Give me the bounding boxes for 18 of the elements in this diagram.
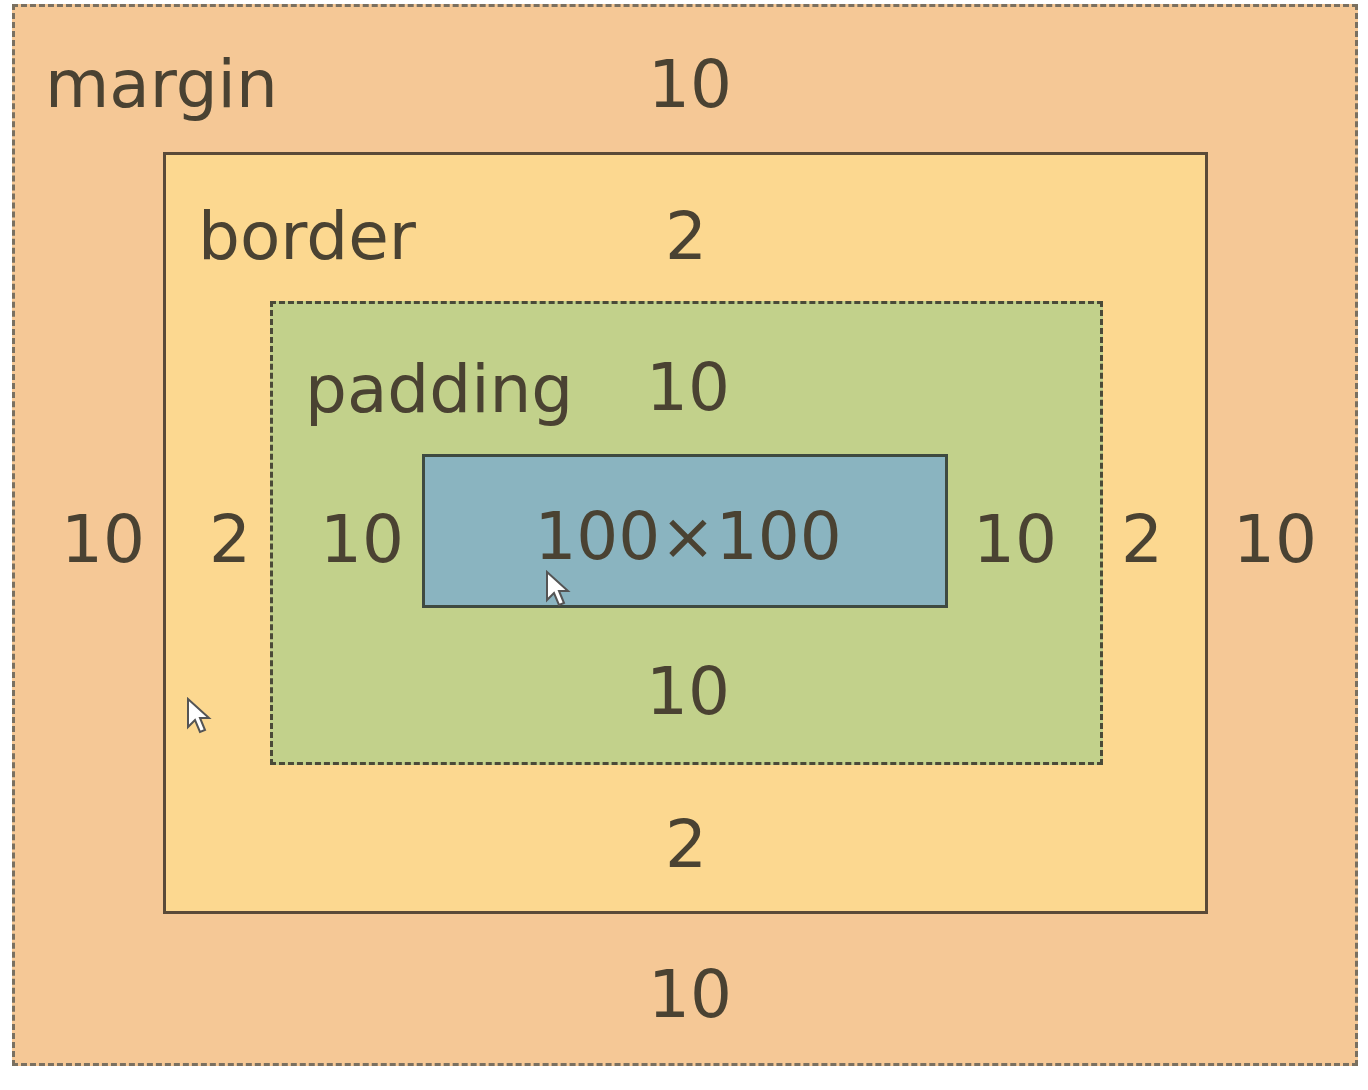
- dimension-value: 10: [646, 355, 730, 421]
- content-box: [422, 454, 948, 608]
- padding-area: [270, 301, 1103, 765]
- dimension-value: 10: [648, 962, 732, 1028]
- margin-area: [12, 4, 1358, 1066]
- dimension-value: 100×100: [534, 504, 842, 570]
- dimension-value: 10: [973, 507, 1057, 573]
- dimension-value: 10: [648, 52, 732, 118]
- dimension-value: 10: [61, 507, 145, 573]
- dimension-value: 10: [1233, 507, 1317, 573]
- dimension-value: 2: [209, 507, 251, 573]
- dimension-value: 2: [1121, 507, 1163, 573]
- dimension-value: 2: [665, 812, 707, 878]
- area-label: border: [198, 204, 416, 270]
- dimension-value: 2: [665, 204, 707, 270]
- dimension-value: 10: [320, 507, 404, 573]
- border-area: [163, 152, 1208, 914]
- dimension-value: 10: [646, 659, 730, 725]
